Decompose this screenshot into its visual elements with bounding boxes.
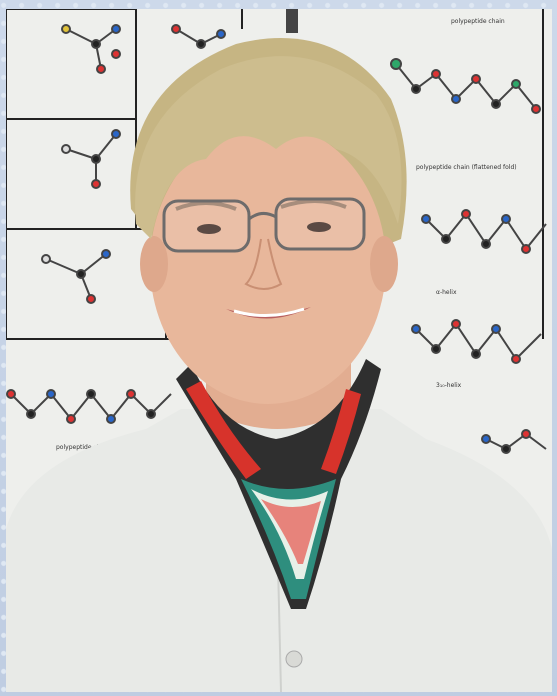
poster-divider (286, 9, 298, 33)
hair-front (135, 56, 402, 240)
left-eyebrow (175, 201, 237, 211)
molecule-models (6, 24, 547, 454)
portrait-photo: polypeptide chain polypeptide chain (fla… (6, 9, 552, 692)
right-eye (307, 222, 331, 232)
left-ear (140, 236, 168, 292)
poster-label-polypeptide: polypeptide chain (451, 18, 505, 25)
poster-label-3-10-helix: 3₁₀-helix (436, 382, 462, 389)
mouth (226, 307, 311, 319)
nose (244, 238, 283, 290)
cardigan-button (285, 650, 303, 668)
portrait-scene: polypeptide chain polypeptide chain (fla… (6, 9, 552, 692)
poster-label-polypeptide-lower: polypeptide chain (56, 444, 110, 451)
right-ear (370, 236, 398, 292)
scarf (176, 359, 381, 609)
right-eyebrow (280, 199, 347, 209)
face (150, 124, 386, 404)
left-eye (197, 224, 221, 234)
teeth (233, 307, 305, 318)
poster-label-alpha-helix: α-helix (436, 289, 457, 296)
poster-label-flattened: polypeptide chain (flattened fold) (416, 164, 517, 171)
